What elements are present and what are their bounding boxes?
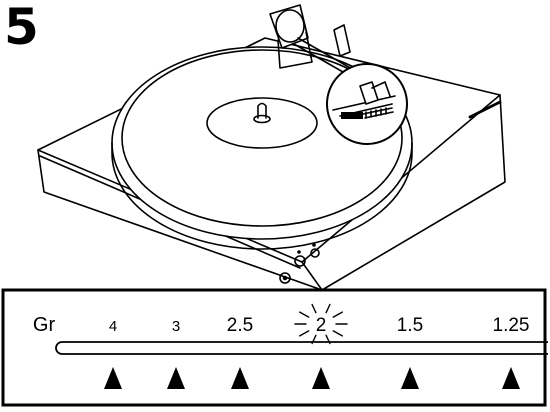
scale-value-label: 1.25: [493, 315, 530, 336]
scale-value-label: 3: [172, 318, 180, 335]
tonearm: [269, 4, 383, 93]
highlight-ray: [332, 330, 343, 337]
triangle-pointer-icon: [502, 367, 520, 389]
cartridge-detail-callout: [326, 63, 408, 145]
triangle-pointer-icon: [104, 367, 122, 389]
unit-label: Gr: [33, 314, 56, 336]
triangle-pointer-icon: [312, 367, 330, 389]
highlight-ray: [332, 311, 343, 318]
scale-value-label: 1.5: [397, 315, 423, 336]
scale-track: [55, 341, 548, 355]
triangle-pointer-icon: [231, 367, 249, 389]
highlight-ray: [311, 334, 317, 345]
highlight-ray: [325, 303, 331, 314]
scale-panel: [1, 288, 547, 407]
triangle-pointer-icon: [401, 367, 419, 389]
triangle-pointer-icon: [167, 367, 185, 389]
highlight-ray: [311, 303, 317, 314]
highlight-ray: [299, 330, 310, 337]
scale-value-label: 2.5: [227, 315, 253, 336]
highlight-ray: [325, 334, 331, 345]
scale-value-label: 2: [316, 315, 327, 336]
scale-value-label: 4: [109, 318, 117, 335]
brand-logo: [468, 100, 502, 119]
control-buttons: [279, 243, 320, 284]
highlight-ray: [299, 311, 310, 318]
highlight-glow: [294, 303, 348, 345]
step-number: 5: [4, 0, 39, 56]
